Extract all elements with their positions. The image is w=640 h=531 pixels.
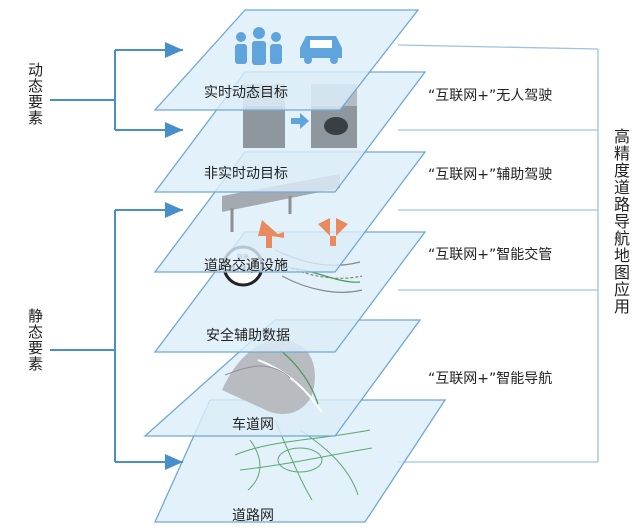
car-icon [300,36,342,64]
static-connector [50,202,183,470]
turn-left-arrow-icon [318,218,348,246]
layer-label-realtime: 实时动态目标 [204,85,288,101]
app-label-assisted: “互联网+”辅助驾驶 [428,167,553,183]
right-title: 高精度道路导航地图应用 [611,128,630,315]
layer-label-facilities: 道路交通设施 [204,258,288,274]
dynamic-elements-label: 动态要素 [26,62,44,126]
layer-realtime-targets [153,9,420,111]
layer-label-non-realtime: 非实时动目标 [204,166,288,182]
app-label-autonomous: “互联网+”无人驾驶 [428,88,553,104]
app-label-navigation: “互联网+”智能导航 [428,371,553,387]
layer-label-road: 道路网 [232,508,274,524]
layer-lane-network [143,319,422,437]
layer-label-safety: 安全辅助数据 [206,328,290,344]
static-elements-label: 静态要素 [26,308,44,372]
people-icon [235,27,282,65]
turn-right-arrow-icon [258,220,284,248]
layer-label-lane: 车道网 [232,417,274,433]
change-arrow-icon [291,113,309,129]
app-label-traffic: “互联网+”智能交管 [428,247,553,263]
dynamic-connector [50,42,183,138]
lane-network-map-icon [222,340,323,415]
right-frame [397,44,599,463]
